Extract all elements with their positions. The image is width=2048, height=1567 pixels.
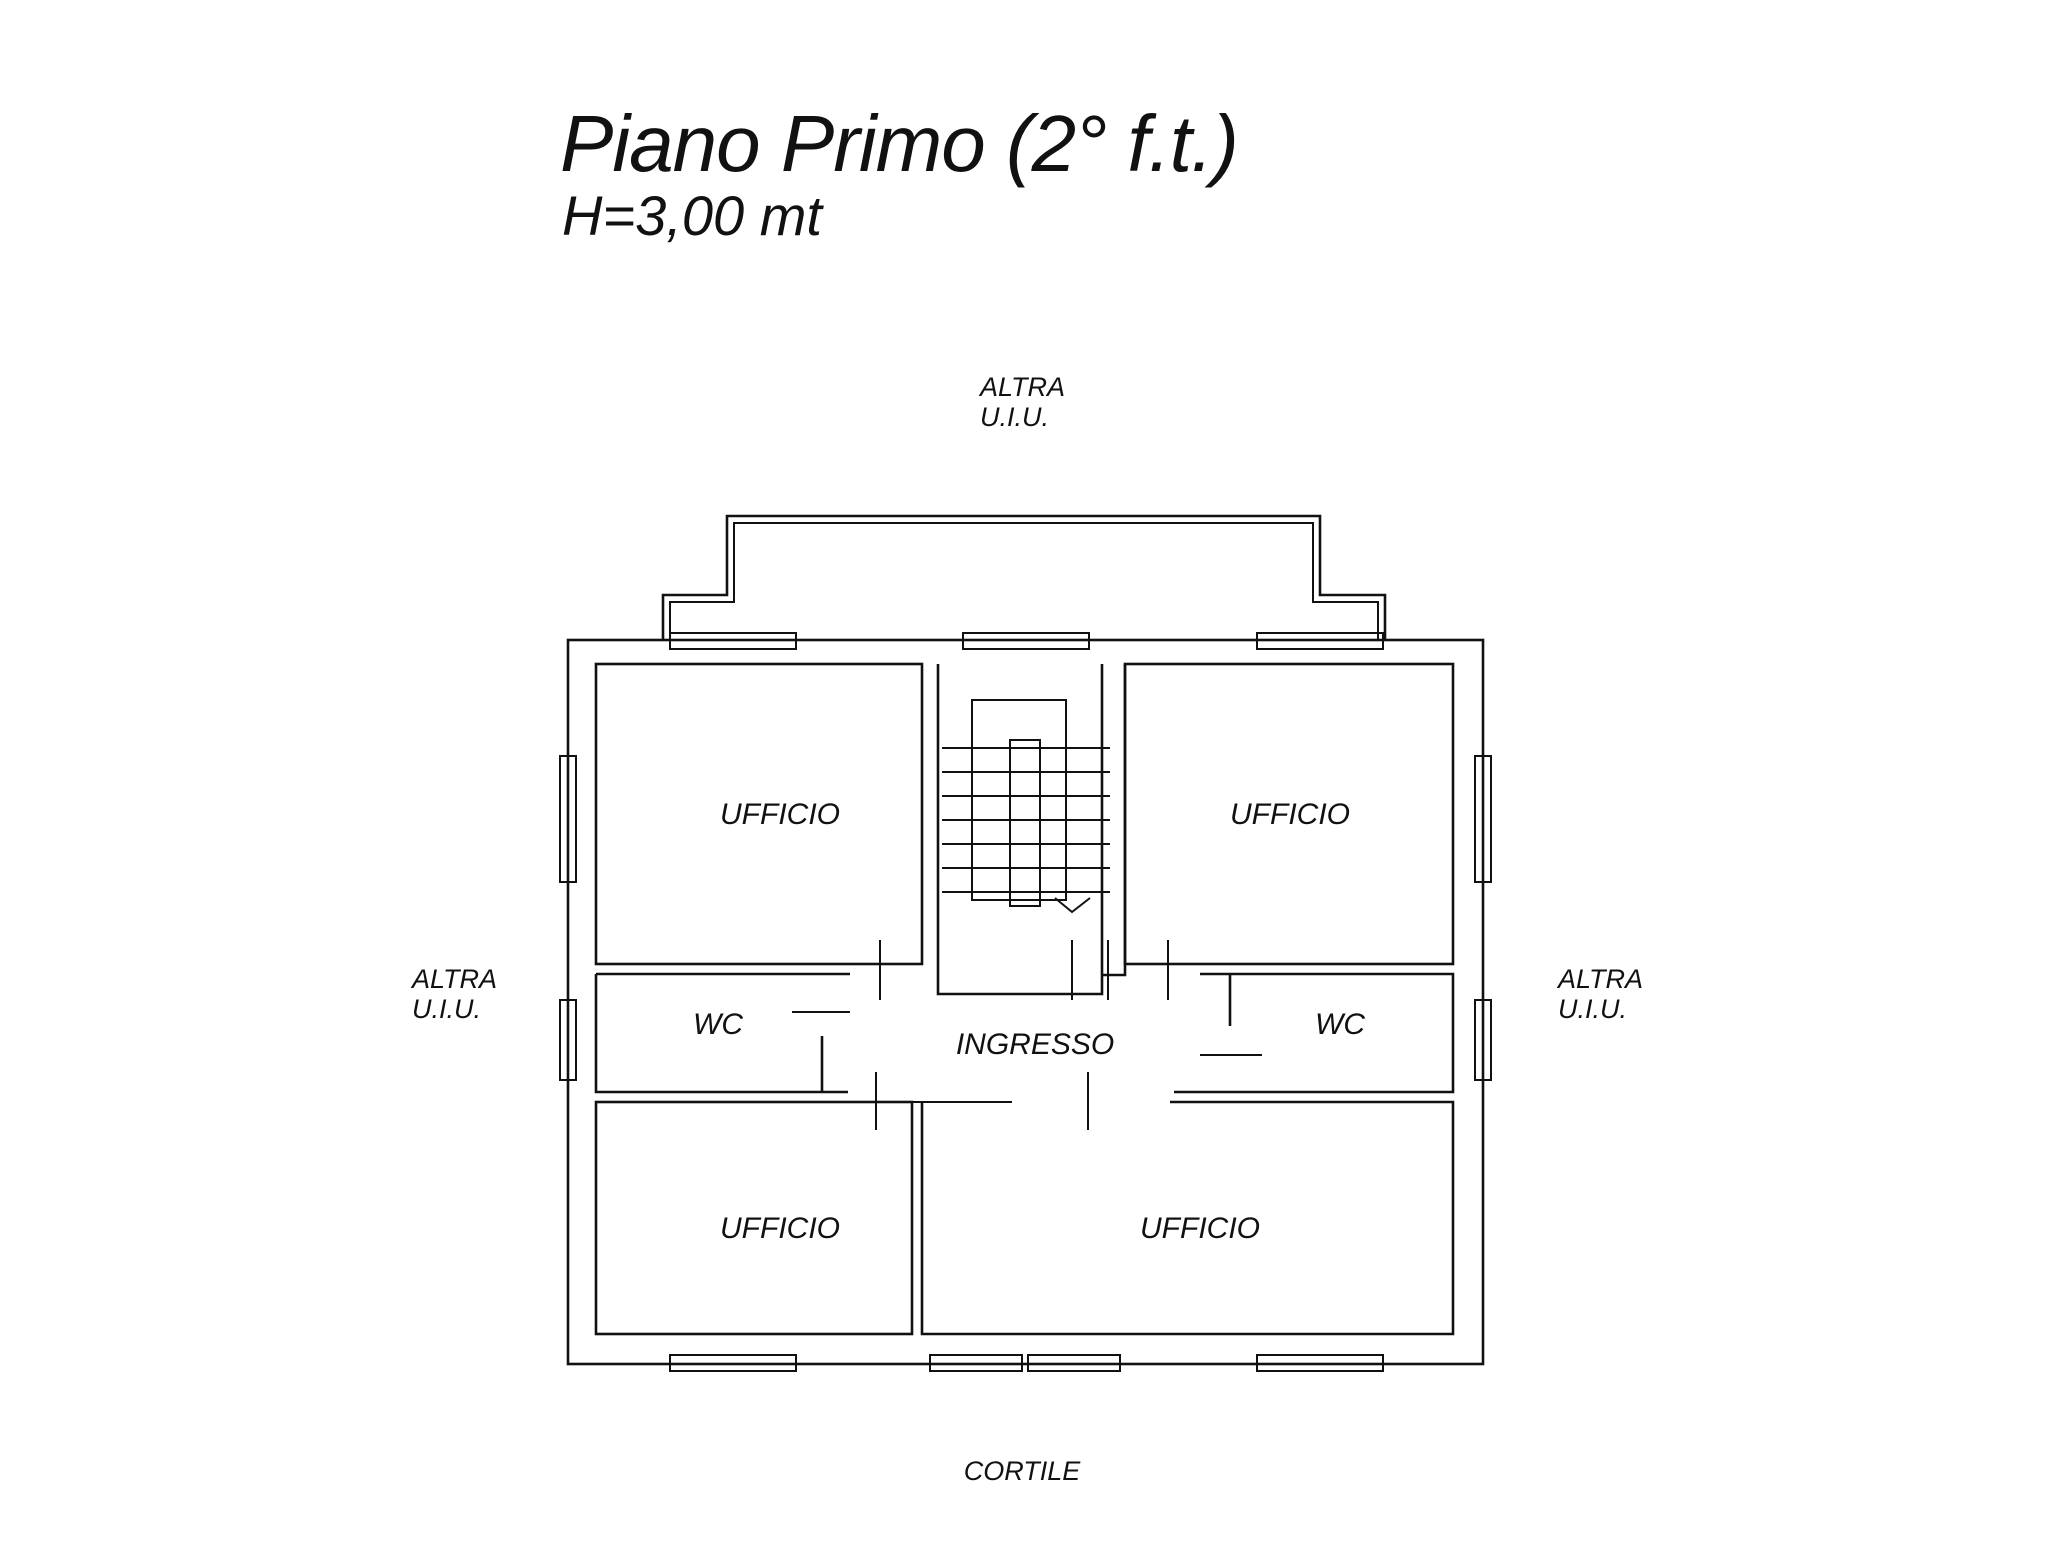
room-label-wc-right: WC xyxy=(1315,1008,1365,1041)
surrounding-top-line2: U.I.U. xyxy=(980,402,1049,432)
surrounding-top-line1: ALTRA xyxy=(978,372,1065,402)
room-label-office-top-right: UFFICIO xyxy=(1230,798,1350,831)
room-outline-office-bottom-left xyxy=(594,1100,914,1336)
room-outline-office-bottom-right xyxy=(920,1100,1455,1336)
room-label-entrance: INGRESSO xyxy=(956,1028,1114,1061)
room-label-office-bottom-left: UFFICIO xyxy=(720,1212,840,1245)
room-label-wc-left: WC xyxy=(693,1008,743,1041)
stair-landing xyxy=(971,699,1067,901)
room-label-office-top-left: UFFICIO xyxy=(720,798,840,831)
room-label-office-bottom-right: UFFICIO xyxy=(1140,1212,1260,1245)
stair-well xyxy=(1009,739,1041,907)
surrounding-left-line1: ALTRA xyxy=(410,964,497,994)
surrounding-right-line1: ALTRA xyxy=(1556,964,1643,994)
ceiling-height: H=3,00 mt xyxy=(562,184,822,247)
outer-wall xyxy=(566,638,1485,1366)
windows xyxy=(559,632,1492,1372)
room-outline-office-top-left xyxy=(594,662,924,966)
terrace-inner-line xyxy=(669,522,1379,640)
stair-steps xyxy=(942,747,1110,893)
surrounding-left-line2: U.I.U. xyxy=(412,994,481,1024)
door-jambs xyxy=(792,940,1262,1130)
terrace-outline xyxy=(661,514,1387,640)
surrounding-bottom: CORTILE xyxy=(964,1456,1082,1486)
stair-arrow xyxy=(1054,897,1091,914)
stair-core-walls xyxy=(936,664,1127,996)
room-outline-wc-right xyxy=(1174,972,1455,1094)
plan-title: Piano Primo (2° f.t.) xyxy=(560,99,1239,188)
surrounding-right-line2: U.I.U. xyxy=(1558,994,1627,1024)
room-outline-wc-left xyxy=(594,972,850,1094)
